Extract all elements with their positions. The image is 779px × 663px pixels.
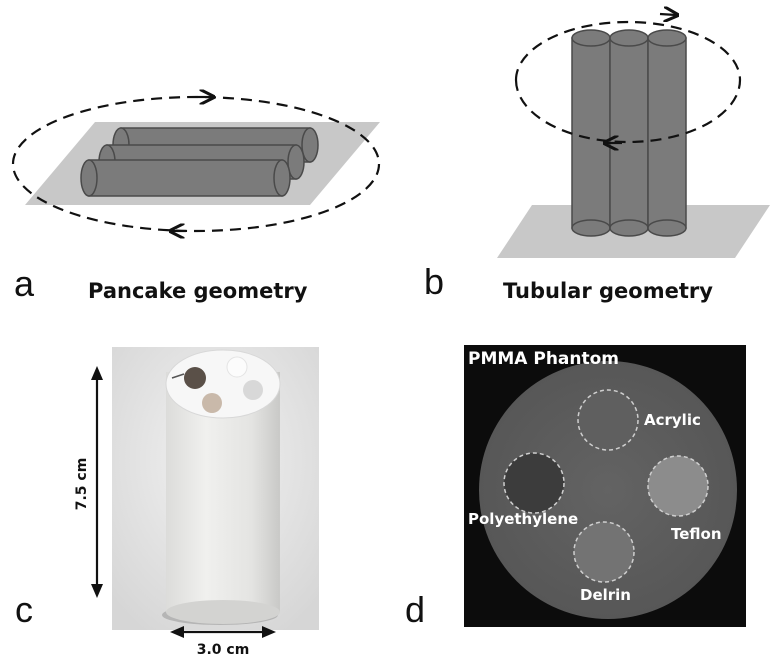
insert-grey — [243, 380, 263, 400]
insert-polyethylene — [503, 452, 565, 514]
panel-letter-c: c — [15, 589, 33, 630]
tubular-column-left — [571, 29, 611, 237]
caption-tubular-geometry: Tubular geometry — [503, 279, 713, 303]
rod-top-face — [165, 349, 281, 419]
panel-letter-a: a — [14, 263, 35, 304]
tubular-diagram — [497, 14, 770, 258]
pancake-orbit — [11, 95, 381, 233]
tubular-orbit-back — [514, 20, 742, 81]
height-label: 7.5 cm — [74, 458, 90, 511]
label-polyethylene: Polyethylene — [468, 510, 578, 528]
tubular-column-middle — [609, 29, 649, 237]
label-teflon: Teflon — [671, 525, 722, 543]
insert-white — [226, 356, 248, 378]
phantom-photo — [91, 347, 319, 638]
pancake-diagram — [11, 95, 381, 233]
insert-delrin — [573, 521, 635, 583]
label-delrin: Delrin — [580, 586, 631, 604]
width-label: 3.0 cm — [197, 642, 250, 658]
tubular-arrow-top — [659, 14, 676, 15]
insert-tan — [202, 393, 222, 413]
insert-teflon — [647, 455, 709, 517]
ct-title: PMMA Phantom — [468, 349, 619, 369]
tubular-column-right — [647, 29, 687, 237]
pancake-cylinder-front — [80, 159, 291, 197]
label-acrylic: Acrylic — [644, 411, 701, 429]
caption-pancake-geometry: Pancake geometry — [88, 279, 308, 303]
panel-letter-d: d — [405, 589, 426, 630]
panel-letter-b: b — [424, 261, 445, 302]
ct-image: PMMA Phantom Acrylic Polyethylene Teflon… — [464, 345, 746, 627]
insert-dark — [184, 367, 206, 389]
ct-phantom-disk — [479, 361, 737, 619]
insert-acrylic — [577, 389, 639, 451]
